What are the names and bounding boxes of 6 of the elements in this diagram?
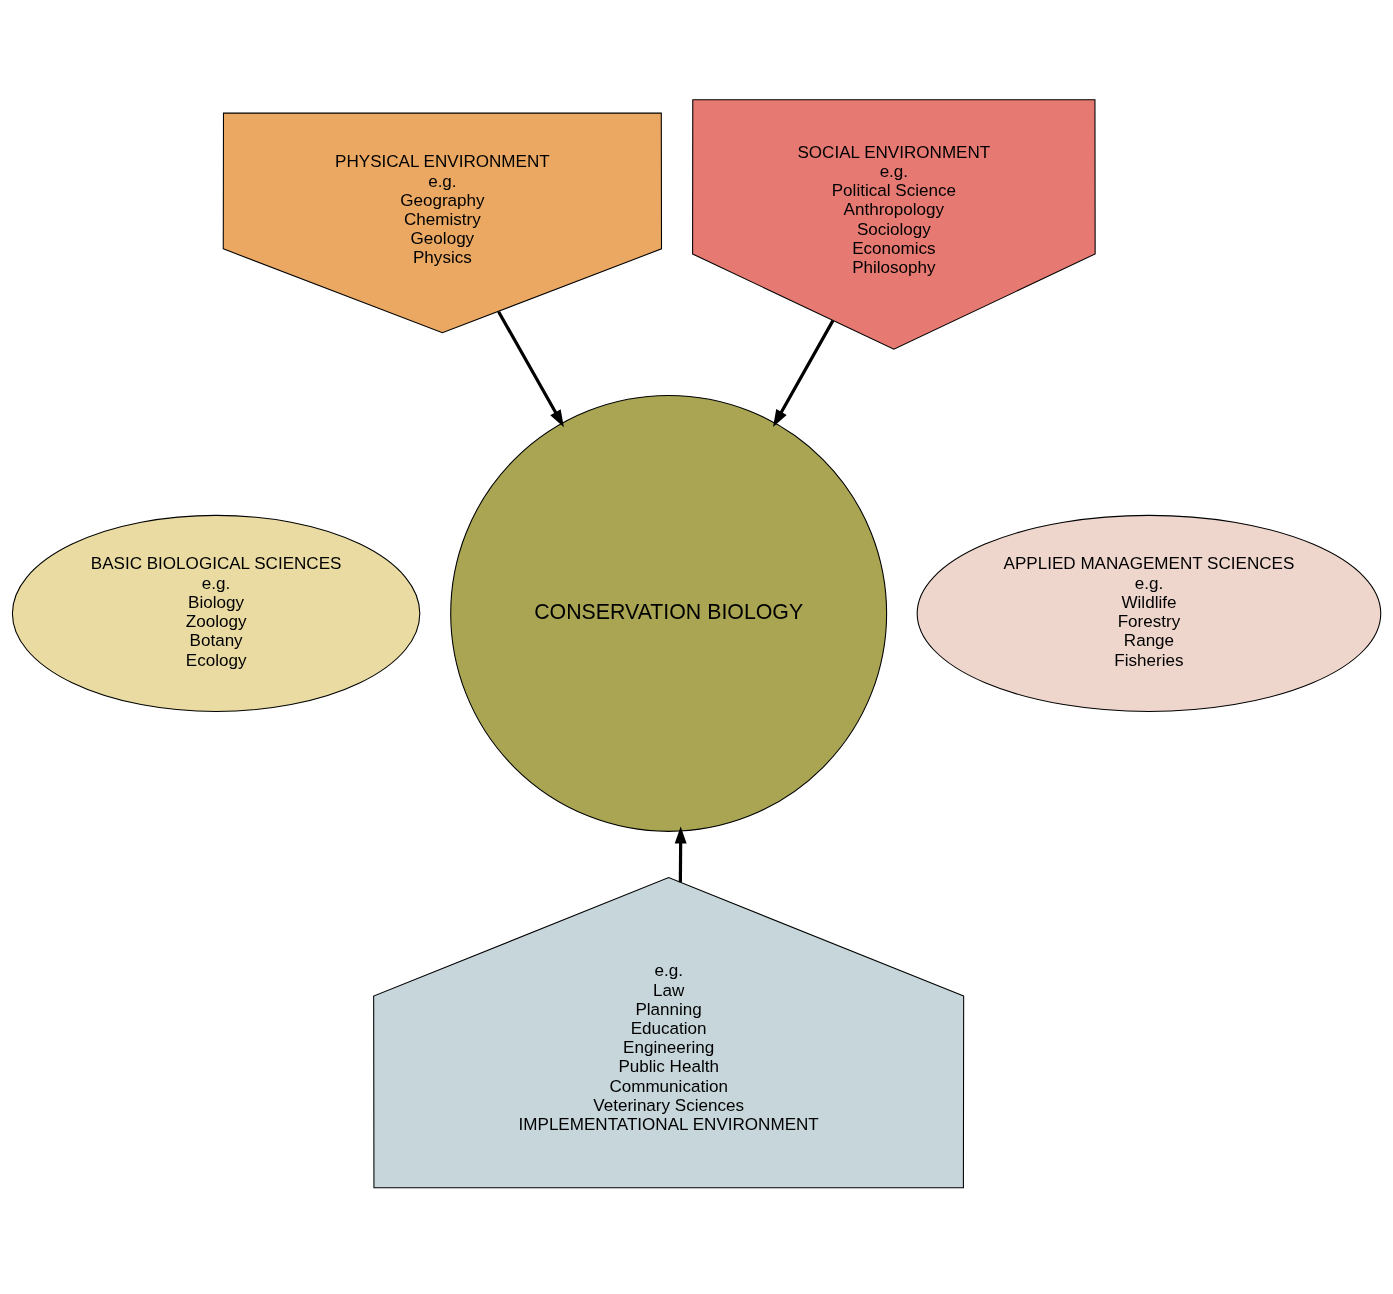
arrow <box>674 826 687 883</box>
node-ellipse: BASIC BIOLOGICAL SCIENCES e.g. Biology Zoology Botany Ecology <box>11 514 421 712</box>
arrow <box>497 311 564 428</box>
node-ellipse: APPLIED MANAGEMENT SCIENCES e.g. Wildlife Forestry Range Fisheries <box>916 514 1382 712</box>
node-circle: CONSERVATION BIOLOGY <box>450 394 888 832</box>
arrow <box>773 319 835 427</box>
